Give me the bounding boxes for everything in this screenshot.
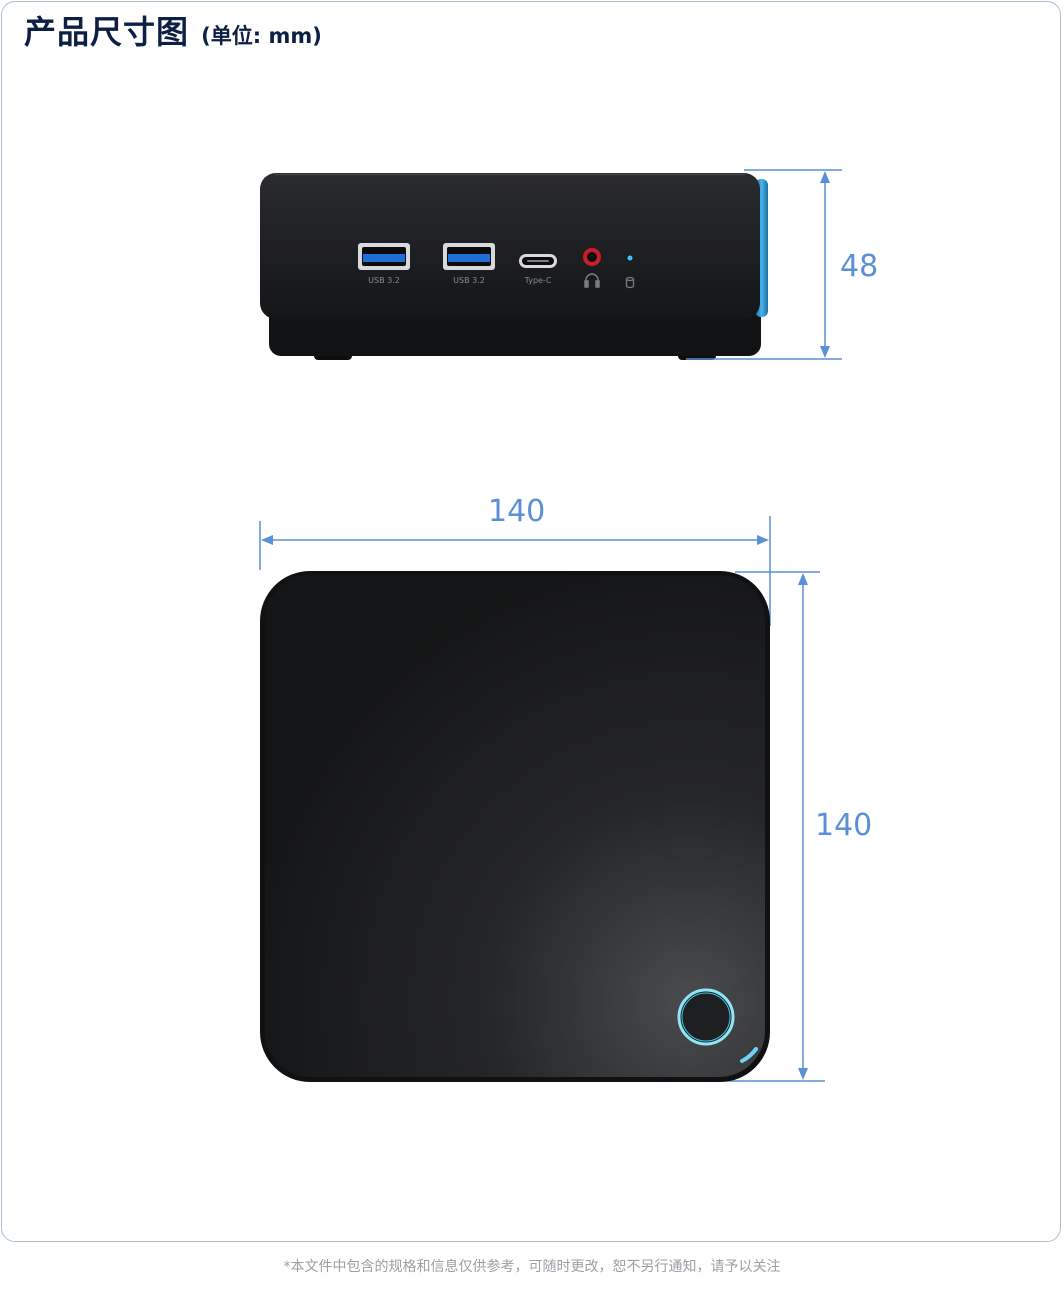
usb-port-2 xyxy=(443,243,495,270)
usb-port-2-label: USB 3.2 xyxy=(453,276,485,285)
blue-corner-accent xyxy=(740,1047,758,1063)
depth-value: 140 xyxy=(815,808,873,843)
headphone-icon xyxy=(584,273,600,288)
usb-port-1-label: USB 3.2 xyxy=(368,276,400,285)
top-body-surface xyxy=(265,575,765,1077)
height-value: 48 xyxy=(840,249,879,284)
page-title: 产品尺寸图 (单位: mm) xyxy=(24,12,322,56)
type-c-label: Type-C xyxy=(524,276,552,285)
front-view xyxy=(260,173,768,360)
type-c-port xyxy=(519,254,557,268)
audio-jack xyxy=(583,248,601,266)
usb-port-1 xyxy=(358,243,410,270)
depth-dimension xyxy=(716,571,825,1082)
title-text: 产品尺寸图 xyxy=(24,13,190,51)
width-dimension xyxy=(259,516,771,626)
power-button-icon xyxy=(677,988,735,1046)
height-dimension xyxy=(686,169,842,360)
unit-label: (单位: mm) xyxy=(201,24,322,48)
front-body xyxy=(260,173,760,319)
disclaimer-footer: *本文件中包含的规格和信息仅供参考，可随时更改，恕不另行通知，请予以关注 xyxy=(283,1259,781,1275)
storage-icon xyxy=(625,276,635,289)
width-value: 140 xyxy=(488,494,546,529)
led-indicator-icon xyxy=(627,255,633,261)
top-view xyxy=(260,571,770,1082)
